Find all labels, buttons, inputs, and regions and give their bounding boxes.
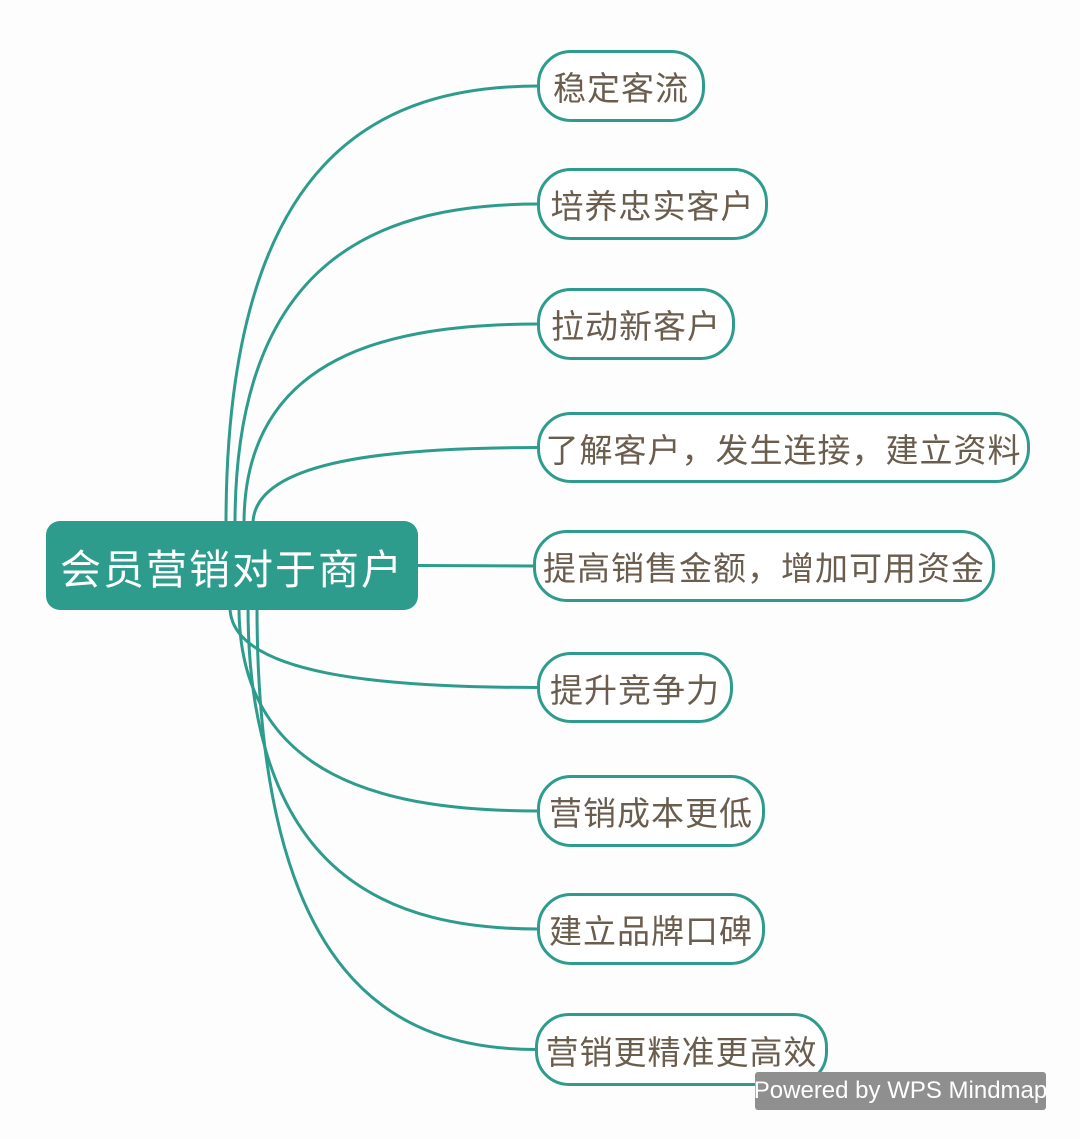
child-node[interactable]: 建立品牌口碑	[537, 893, 765, 965]
child-node-label: 提升竞争力	[550, 670, 720, 710]
connector-line	[251, 446, 541, 526]
child-node-label: 营销成本更低	[549, 794, 753, 833]
child-node[interactable]: 了解客户，发生连接，建立资料	[537, 412, 1030, 483]
child-node[interactable]: 拉动新客户	[537, 288, 735, 360]
child-node-label: 营销更精准更高效	[545, 1032, 818, 1072]
connector-line	[224, 84, 541, 526]
connector-line	[228, 605, 541, 689]
child-node-label: 提高销售金额，增加可用资金	[543, 549, 985, 588]
connector-line	[255, 605, 539, 1051]
watermark-badge: Powered by WPS Mindmap	[753, 1072, 1048, 1110]
child-node-label: 培养忠实客户	[550, 187, 755, 226]
watermark-label: Powered by WPS Mindmap	[753, 1077, 1048, 1104]
child-node-label: 建立品牌口碑	[549, 912, 753, 951]
child-node-label: 稳定客流	[553, 69, 689, 108]
child-node[interactable]: 提高销售金额，增加可用资金	[533, 530, 995, 602]
child-node[interactable]: 营销成本更低	[537, 775, 765, 847]
connector-line	[242, 322, 541, 526]
child-node[interactable]: 稳定客流	[537, 50, 705, 122]
root-node-label: 会员营销对于商户	[60, 545, 404, 594]
child-node[interactable]: 提升竞争力	[537, 652, 733, 723]
child-node-label: 拉动新客户	[551, 307, 721, 346]
connector-line	[237, 605, 541, 813]
root-node[interactable]: 会员营销对于商户	[46, 521, 418, 610]
child-node-label: 了解客户，发生连接，建立资料	[545, 430, 1022, 470]
child-node[interactable]: 培养忠实客户	[537, 168, 768, 240]
connector-line	[414, 564, 537, 568]
connector-line	[246, 605, 541, 931]
connector-line	[233, 202, 541, 526]
